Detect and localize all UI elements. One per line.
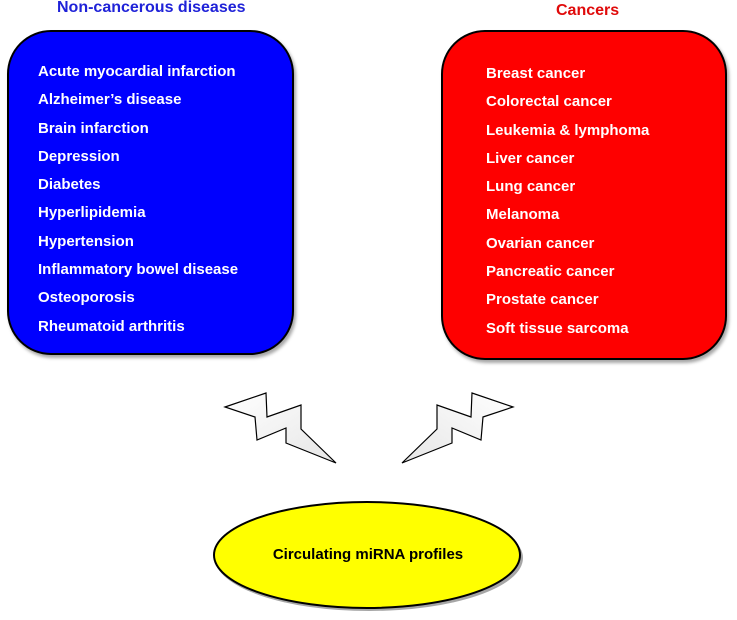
cancer-item: Liver cancer — [486, 149, 575, 167]
circulating-mirna-profiles-label: Circulating miRNA profiles — [272, 546, 464, 563]
cancer-item: Ovarian cancer — [486, 234, 595, 252]
disease-item: Depression — [38, 147, 120, 165]
circulating-mirna-profiles-node: Circulating miRNA profiles — [212, 500, 524, 613]
cancer-item: Melanoma — [486, 206, 560, 224]
cancer-item: Prostate cancer — [486, 291, 599, 309]
cancer-item: Colorectal cancer — [486, 93, 612, 111]
disease-item: Acute myocardial infarction — [38, 63, 236, 80]
non-cancerous-diseases-title: Non-cancerous diseases — [57, 0, 246, 16]
cancer-item: Breast cancer — [486, 65, 586, 82]
disease-item: Osteoporosis — [38, 289, 135, 307]
cancers-list: Breast cancer Colorectal cancer Leukemia… — [486, 60, 649, 343]
disease-item: Hypertension — [38, 232, 134, 250]
disease-item: Diabetes — [38, 176, 101, 194]
disease-item: Rheumatoid arthritis — [38, 317, 185, 335]
cancer-item: Leukemia & lymphoma — [486, 121, 650, 139]
cancer-item: Pancreatic cancer — [486, 263, 615, 281]
disease-item: Hyperlipidemia — [38, 204, 146, 222]
disease-item: Alzheimer’s disease — [38, 91, 182, 109]
cancer-item: Soft tissue sarcoma — [486, 319, 629, 337]
cancers-title: Cancers — [556, 2, 620, 19]
lightning-bolt-icon — [223, 392, 337, 464]
cancers-box — [441, 30, 727, 360]
cancer-item: Lung cancer — [486, 178, 576, 196]
non-cancerous-diseases-list: Acute myocardial infarction Alzheimer’s … — [38, 58, 238, 341]
ellipse-shape — [213, 501, 523, 611]
disease-item: Brain infarction — [38, 119, 149, 137]
disease-item: Inflammatory bowel disease — [38, 261, 239, 279]
non-cancerous-diseases-box — [7, 30, 294, 355]
lightning-bolt-icon — [401, 392, 515, 464]
